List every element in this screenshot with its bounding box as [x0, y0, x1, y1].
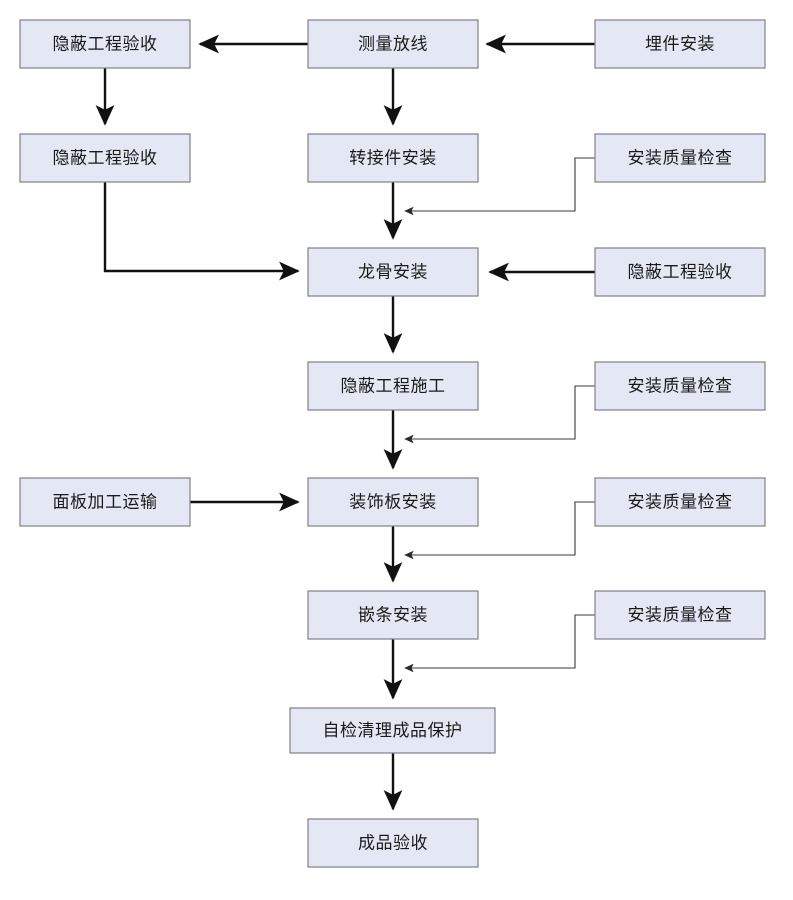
process-node-n3[interactable]: 埋件安装 — [594, 19, 766, 69]
process-node-n11[interactable]: 面板加工运输 — [19, 477, 191, 527]
process-node-n4[interactable]: 隐蔽工程验收 — [19, 133, 191, 183]
node-box[interactable] — [594, 477, 766, 527]
node-box[interactable] — [594, 590, 766, 640]
node-box[interactable] — [307, 247, 479, 297]
node-box[interactable] — [19, 19, 191, 69]
node-label: 面板加工运输 — [53, 492, 158, 511]
node-box[interactable] — [594, 133, 766, 183]
node-layer: 隐蔽工程验收测量放线埋件安装隐蔽工程验收转接件安装安装质量检查龙骨安装隐蔽工程验… — [19, 19, 766, 868]
edge-安装质量检查-to-嵌条安装 — [404, 614, 595, 673]
process-node-n17[interactable]: 成品验收 — [307, 818, 479, 868]
process-node-n16[interactable]: 自检清理成品保护 — [289, 707, 496, 754]
process-node-n9[interactable]: 隐蔽工程施工 — [307, 361, 479, 411]
node-box[interactable] — [307, 133, 479, 183]
node-label: 安装质量检查 — [628, 376, 733, 395]
edge-layer — [95, 34, 595, 811]
node-box[interactable] — [307, 477, 479, 527]
node-label: 安装质量检查 — [628, 605, 733, 624]
node-box[interactable] — [594, 247, 766, 297]
process-node-n8[interactable]: 隐蔽工程验收 — [594, 247, 766, 297]
node-label: 隐蔽工程验收 — [53, 148, 158, 167]
node-box[interactable] — [19, 133, 191, 183]
process-node-n12[interactable]: 装饰板安装 — [307, 477, 479, 527]
node-label: 装饰板安装 — [349, 492, 437, 511]
node-label: 安装质量检查 — [628, 492, 733, 511]
node-label: 嵌条安装 — [358, 605, 428, 624]
process-node-n15[interactable]: 安装质量检查 — [594, 590, 766, 640]
process-node-n5[interactable]: 转接件安装 — [307, 133, 479, 183]
process-node-n14[interactable]: 嵌条安装 — [307, 590, 479, 640]
node-label: 测量放线 — [358, 34, 428, 53]
node-box[interactable] — [594, 19, 766, 69]
node-label: 隐蔽工程验收 — [53, 34, 158, 53]
node-box[interactable] — [307, 590, 479, 640]
edge-安装质量检查-to-转接件安装 — [404, 157, 595, 216]
node-label: 埋件安装 — [645, 34, 715, 53]
process-node-n7[interactable]: 龙骨安装 — [307, 247, 479, 297]
node-box[interactable] — [594, 361, 766, 411]
process-node-n6[interactable]: 安装质量检查 — [594, 133, 766, 183]
edge-隐蔽工程验收-to-龙骨安装 — [103, 182, 300, 281]
edge-安装质量检查-to-装饰板安装 — [404, 501, 595, 560]
process-node-n10[interactable]: 安装质量检查 — [594, 361, 766, 411]
process-node-n2[interactable]: 测量放线 — [307, 19, 479, 69]
node-box[interactable] — [307, 818, 479, 868]
node-box[interactable] — [307, 361, 479, 411]
node-box[interactable] — [289, 707, 496, 754]
node-label: 隐蔽工程验收 — [628, 262, 733, 281]
node-box[interactable] — [307, 19, 479, 69]
node-box[interactable] — [19, 477, 191, 527]
process-node-n1[interactable]: 隐蔽工程验收 — [19, 19, 191, 69]
node-label: 成品验收 — [358, 833, 428, 852]
node-label: 转接件安装 — [349, 148, 437, 167]
node-label: 龙骨安装 — [358, 262, 428, 281]
node-label: 安装质量检查 — [628, 148, 733, 167]
node-label: 自检清理成品保护 — [323, 721, 463, 740]
node-label: 隐蔽工程施工 — [341, 376, 446, 395]
process-node-n13[interactable]: 安装质量检查 — [594, 477, 766, 527]
edge-安装质量检查-to-隐蔽工程施工 — [404, 385, 595, 444]
